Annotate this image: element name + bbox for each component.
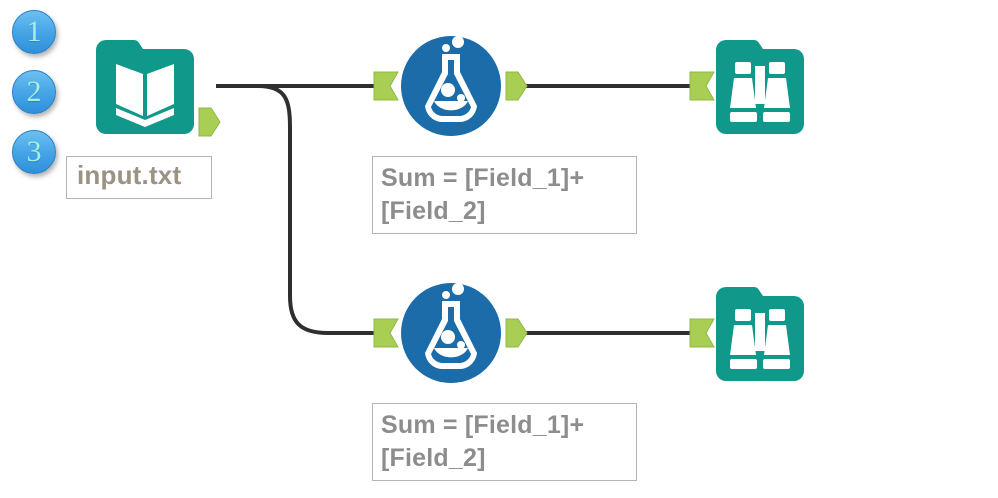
input-file-annotation: input.txt (66, 156, 212, 199)
step-badge-1-label: 1 (26, 15, 42, 48)
browse-tool-top[interactable] (688, 36, 810, 138)
input-data-tool[interactable] (92, 36, 224, 138)
binoculars-folder-icon (716, 287, 804, 381)
formula-top-annotation: Sum = [Field_1]+[Field_2] (372, 156, 637, 234)
step-badge-1[interactable]: 1 (12, 10, 56, 54)
input-anchor (689, 318, 715, 348)
step-badge-3-label: 3 (26, 135, 42, 168)
output-anchor (198, 107, 221, 137)
formula-bottom-annotation: Sum = [Field_1]+[Field_2] (372, 403, 637, 481)
step-badge-2[interactable]: 2 (12, 70, 56, 114)
step-badge-3[interactable]: 3 (12, 130, 56, 174)
wire-input-to-formula-bottom (216, 84, 380, 335)
input-anchor (373, 318, 399, 348)
input-anchor (373, 71, 399, 101)
browse-tool-bottom[interactable] (688, 283, 810, 385)
input-anchor (689, 71, 715, 101)
formula-tool-top[interactable] (372, 28, 532, 146)
open-book-folder-icon (96, 40, 194, 134)
output-anchor (505, 318, 528, 348)
formula-tool-bottom[interactable] (372, 275, 532, 393)
output-anchor (505, 71, 528, 101)
step-badge-2-label: 2 (26, 75, 42, 108)
binoculars-folder-icon (716, 40, 804, 134)
